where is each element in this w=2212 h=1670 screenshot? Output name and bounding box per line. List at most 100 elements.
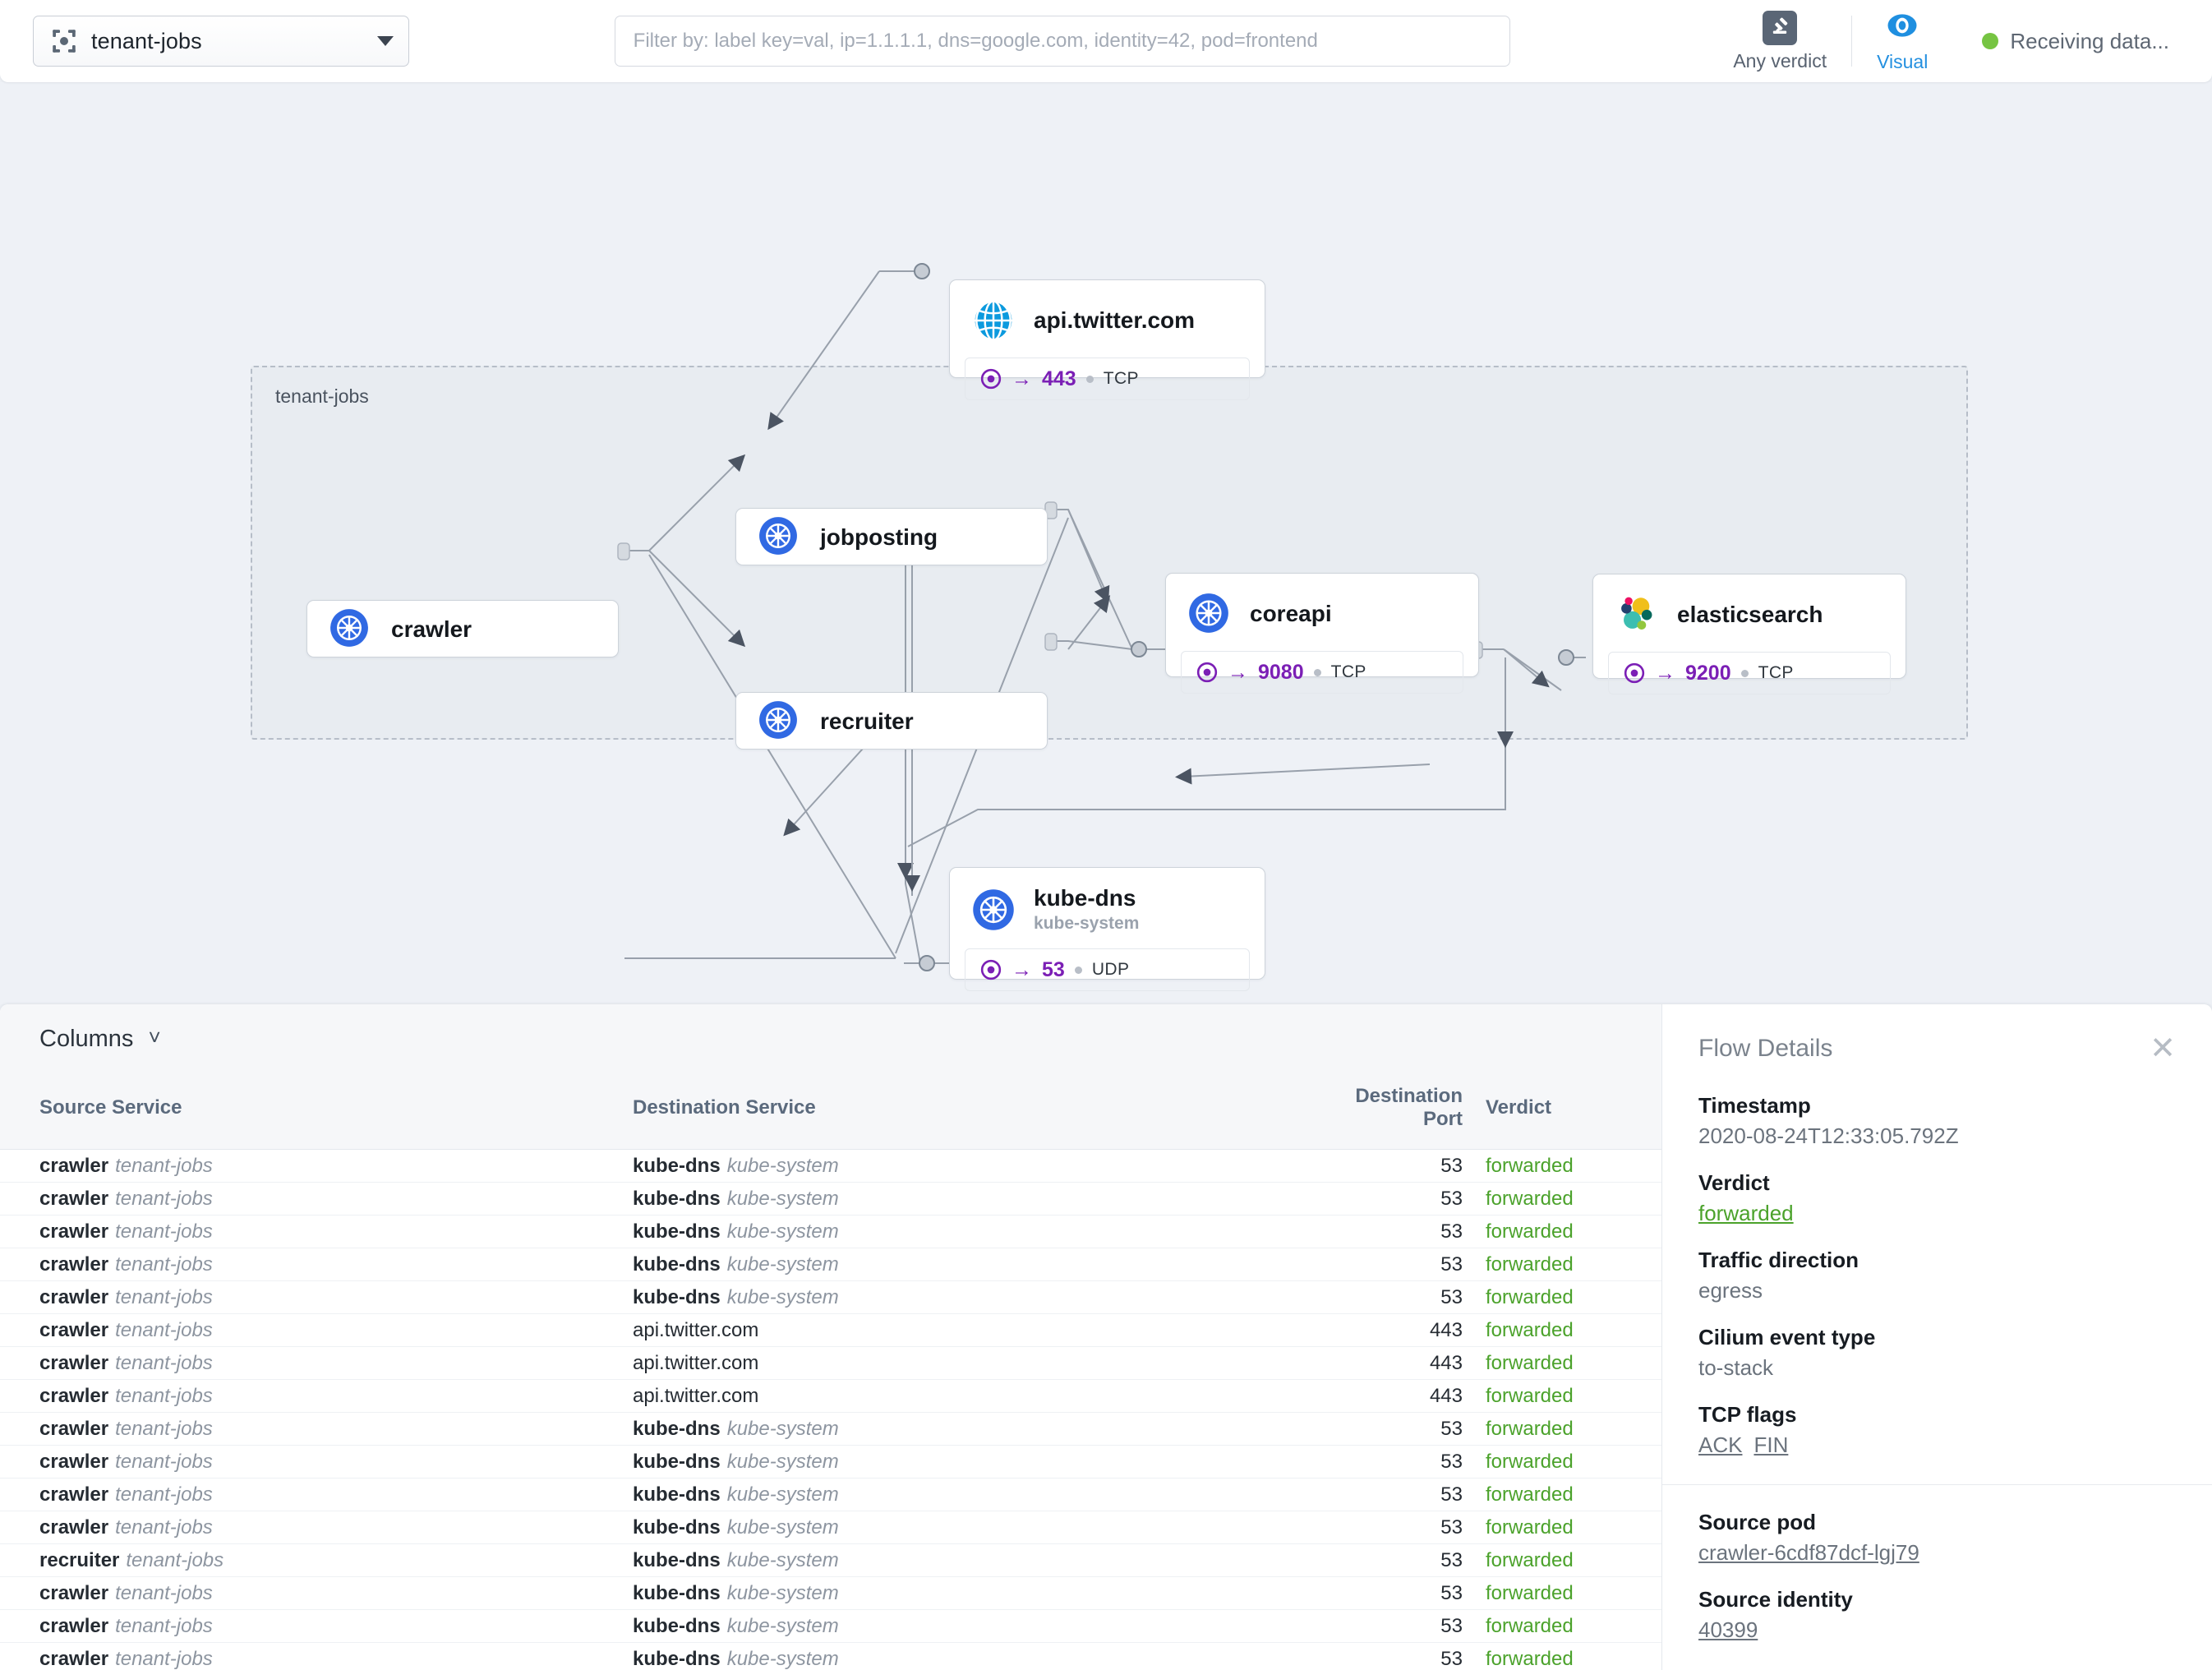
port-separator-dot	[1313, 668, 1321, 676]
node-header: kube-dns kube-system	[950, 868, 1265, 948]
connection-status: Receiving data...	[1982, 29, 2169, 54]
port-number: 443	[1042, 367, 1076, 390]
detail-label: TCP flags	[1698, 1402, 1797, 1427]
cell-destination-port: 53	[1315, 1248, 1463, 1281]
target-icon	[1196, 662, 1218, 683]
port-number: 9200	[1685, 661, 1731, 685]
port-separator-dot	[1085, 375, 1094, 383]
kubernetes-icon	[758, 515, 802, 560]
cell-destination-port: 53	[1315, 1149, 1463, 1183]
top-toolbar: tenant-jobs Any verdict	[0, 0, 2212, 82]
port-protocol: TCP	[1103, 369, 1139, 388]
cell-destination-port: 53	[1315, 1576, 1463, 1610]
cell-destination-port: 53	[1315, 1445, 1463, 1479]
visual-mode-button[interactable]: Visual	[1859, 9, 1946, 73]
port-badge-443[interactable]: → 443 TCP	[965, 358, 1250, 400]
col-destination-port[interactable]: Destination Port	[1315, 1073, 1463, 1150]
cell-verdict: forwarded	[1463, 1182, 1661, 1216]
node-api-twitter-com[interactable]: api.twitter.com → 443 TCP	[949, 279, 1265, 400]
node-jobposting[interactable]: jobposting	[735, 508, 1048, 565]
cell-destination-port: 53	[1315, 1609, 1463, 1643]
target-icon	[980, 959, 1002, 980]
col-destination-service[interactable]: Destination Service	[633, 1073, 1315, 1150]
node-title: elasticsearch	[1677, 602, 1823, 628]
detail-tcp-flags: TCP flags ACK FIN	[1698, 1402, 2176, 1479]
kubernetes-icon	[329, 607, 373, 652]
cell-destination-port: 443	[1315, 1313, 1463, 1347]
port-badge-53[interactable]: → 53 UDP	[965, 948, 1250, 992]
detail-source-identity: Source identity 40399	[1698, 1587, 2176, 1664]
verdict-filter-button[interactable]: Any verdict	[1715, 10, 1845, 72]
detail-value[interactable]: crawler-6cdf87dcf-lgj79	[1698, 1540, 1919, 1565]
detail-value: 2020-08-24T12:33:05.792Z	[1698, 1123, 1959, 1148]
tcp-flag-ack[interactable]: ACK	[1698, 1432, 1743, 1457]
detail-label: Cilium event type	[1698, 1325, 1876, 1349]
col-source-service[interactable]: Source Service	[0, 1073, 633, 1150]
chevron-down-icon: ˅	[148, 1025, 161, 1050]
close-icon[interactable]: ✕	[2150, 1031, 2176, 1066]
node-coreapi[interactable]: coreapi → 9080 TCP	[1165, 573, 1479, 694]
tcp-flag-fin[interactable]: FIN	[1753, 1432, 1789, 1457]
visual-mode-label: Visual	[1877, 51, 1929, 72]
port-badge-9080[interactable]: → 9080 TCP	[1181, 651, 1463, 694]
node-header: recruiter	[736, 693, 1047, 750]
detail-value[interactable]: forwarded	[1698, 1201, 1794, 1225]
node-title: coreapi	[1250, 601, 1332, 627]
detail-value[interactable]: 40399	[1698, 1617, 1758, 1642]
node-recruiter[interactable]: recruiter	[735, 692, 1048, 750]
cell-verdict: forwarded	[1463, 1379, 1661, 1413]
detail-value: to-stack	[1698, 1355, 1774, 1380]
filter-container	[409, 16, 1715, 67]
col-verdict[interactable]: Verdict	[1463, 1073, 1661, 1150]
filter-input[interactable]	[614, 16, 1510, 67]
cell-verdict: forwarded	[1463, 1511, 1661, 1544]
globe-icon	[971, 298, 1016, 343]
namespace-boundary-label: tenant-jobs	[275, 385, 369, 407]
node-crawler[interactable]: crawler	[306, 600, 619, 657]
node-title: recruiter	[820, 708, 914, 735]
port-protocol: TCP	[1330, 662, 1366, 681]
cell-verdict: forwarded	[1463, 1313, 1661, 1347]
port-separator-dot	[1740, 669, 1749, 677]
cell-destination-port: 53	[1315, 1642, 1463, 1670]
columns-dropdown[interactable]: Columns ˅	[0, 1004, 1661, 1073]
port-separator-dot	[1074, 966, 1082, 974]
namespace-selector[interactable]: tenant-jobs	[33, 16, 409, 67]
port-badge-9200[interactable]: → 9200 TCP	[1608, 652, 1891, 694]
service-map-canvas[interactable]: tenant-jobs	[0, 82, 2212, 1004]
node-kube-dns[interactable]: kube-dns kube-system → 53 UDP	[949, 867, 1265, 992]
node-elasticsearch[interactable]: elasticsearch → 9200 TCP	[1592, 574, 1906, 694]
cell-destination-port: 443	[1315, 1346, 1463, 1380]
status-label: Receiving data...	[2010, 28, 2169, 53]
